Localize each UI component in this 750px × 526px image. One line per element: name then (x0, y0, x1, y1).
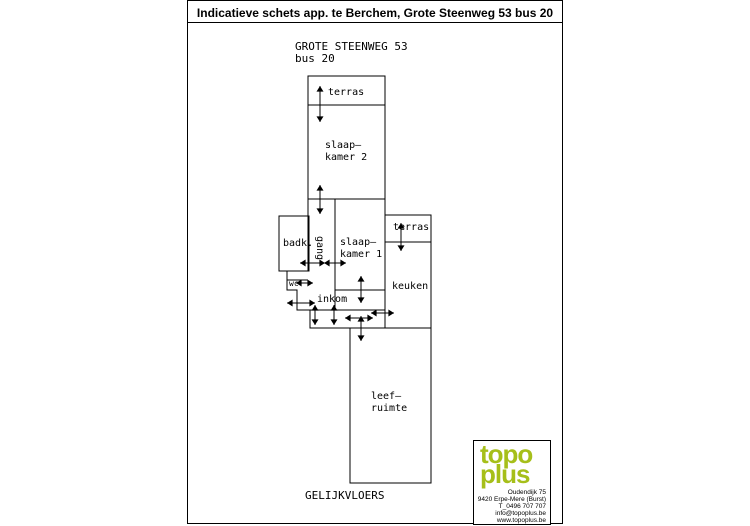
room-label-inkom: inkom (317, 294, 347, 305)
page-title: Indicatieve schets app. te Berchem, Grot… (196, 6, 554, 20)
wall-leefruimte (349, 327, 432, 484)
arrow-head (319, 259, 325, 267)
arrow-head (388, 309, 394, 317)
wall-gang-inkom-left (286, 199, 350, 329)
room-label-terras: terras (328, 87, 364, 98)
address-line-unit: bus 20 (295, 52, 335, 65)
room-label-slaapkamer1-line1: slaap– (340, 237, 377, 248)
arrow-head (330, 305, 338, 311)
title-divider (187, 22, 563, 23)
company-address: Oudendijk 75 (507, 489, 546, 496)
arrow-head (300, 259, 306, 267)
arrow-head (357, 276, 365, 282)
arrow-head (324, 259, 330, 267)
company-email[interactable]: info@topoplus.be (495, 510, 546, 517)
address-line-street: GROTE STEENWEG 53 (295, 40, 408, 53)
room-label-slaapkamer1-line2: kamer 1 (340, 249, 382, 260)
arrow-head (345, 314, 351, 322)
company-city: 9420 Erpe-Mere (Burst) (477, 496, 546, 503)
floor-label: GELIJKVLOERS (305, 489, 384, 502)
arrow-head (330, 319, 338, 325)
room-label-gang: gang (314, 236, 325, 260)
arrow-head (357, 316, 365, 322)
arrow-head (296, 279, 302, 287)
room-label-keuken: keuken (392, 281, 428, 292)
arrow-head (397, 245, 405, 251)
arrow-head (357, 335, 365, 341)
arrow-head (357, 297, 365, 303)
logo-word-plus: plus (480, 459, 530, 489)
arrow-head (311, 319, 319, 325)
company-logo-block: topo plus Oudendijk 75 9420 Erpe-Mere (B… (473, 440, 551, 525)
company-phone: T_0496 707 707 (498, 503, 546, 510)
arrow-head (307, 279, 313, 287)
room-label-slaapkamer2-line2: kamer 2 (325, 152, 367, 163)
arrow-head (340, 259, 346, 267)
company-website[interactable]: www.topoplus.be (496, 517, 546, 524)
room-label-terras-right: terras (393, 222, 429, 233)
arrow-head (397, 223, 405, 229)
room-label-leefruimte-line1: leef– (371, 391, 402, 402)
arrow-head (316, 116, 324, 122)
arrow-head (367, 314, 373, 322)
arrow-head (316, 185, 324, 191)
drawing-sheet (187, 0, 563, 524)
arrow-head (316, 208, 324, 214)
arrow-head (287, 299, 293, 307)
door-arrows (287, 86, 405, 341)
room-label-leefruimte-line2: ruimte (371, 403, 407, 414)
logo-word-topo: topo (480, 439, 533, 469)
room-label-slaapkamer2-line1: slaap– (325, 140, 362, 151)
arrow-head (311, 305, 319, 311)
room-label-wc: wc (289, 279, 299, 288)
room-label-badkamer: badk. (283, 238, 313, 249)
arrow-head (371, 309, 377, 317)
arrow-head (309, 299, 315, 307)
walls (278, 75, 432, 484)
arrow-head (316, 86, 324, 92)
